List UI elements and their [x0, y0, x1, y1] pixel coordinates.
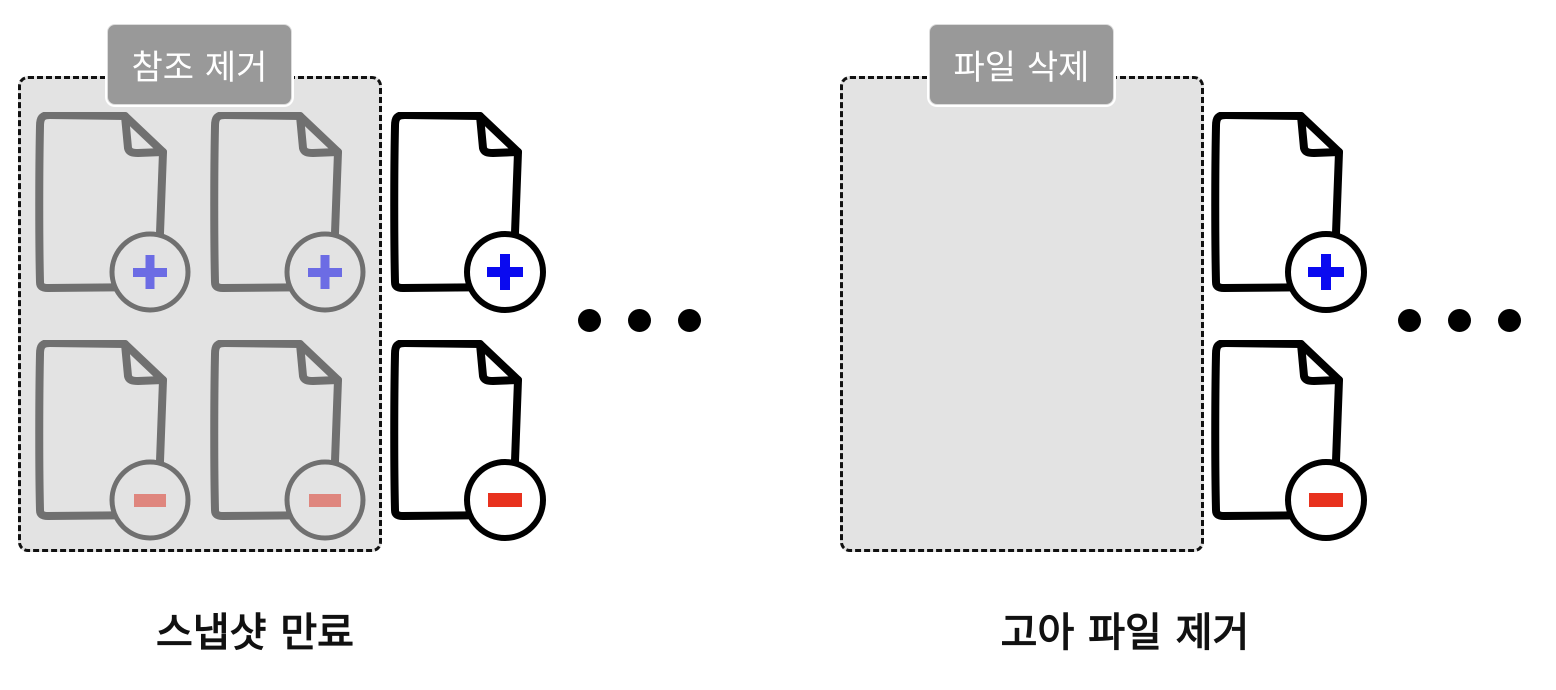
ellipsis-dot — [678, 309, 701, 332]
ellipsis-dot — [1498, 309, 1521, 332]
removed-file — [383, 340, 546, 541]
added-file — [383, 112, 546, 313]
removed-file — [1204, 340, 1367, 541]
orphan-file-removal-caption: 고아 파일 제거 — [1000, 610, 1250, 656]
ellipsis-icon — [578, 309, 701, 332]
ellipsis-dot — [1448, 309, 1471, 332]
faded-removed-file-2 — [203, 340, 366, 541]
file-deletion-box — [840, 76, 1204, 552]
faded-added-file-2 — [203, 112, 366, 313]
file-deletion-tag: 파일 삭제 — [929, 24, 1114, 105]
added-file — [1204, 112, 1367, 313]
ellipsis-dot — [1398, 309, 1421, 332]
ellipsis-dot — [628, 309, 651, 332]
ellipsis-dot — [578, 309, 601, 332]
snapshot-expire-panel: 참조 제거 — [0, 0, 760, 690]
faded-added-file-1 — [28, 112, 191, 313]
reference-removal-tag: 참조 제거 — [107, 24, 292, 105]
snapshot-expire-caption: 스냅샷 만료 — [156, 610, 354, 656]
faded-removed-file-1 — [28, 340, 191, 541]
ellipsis-icon — [1398, 309, 1521, 332]
